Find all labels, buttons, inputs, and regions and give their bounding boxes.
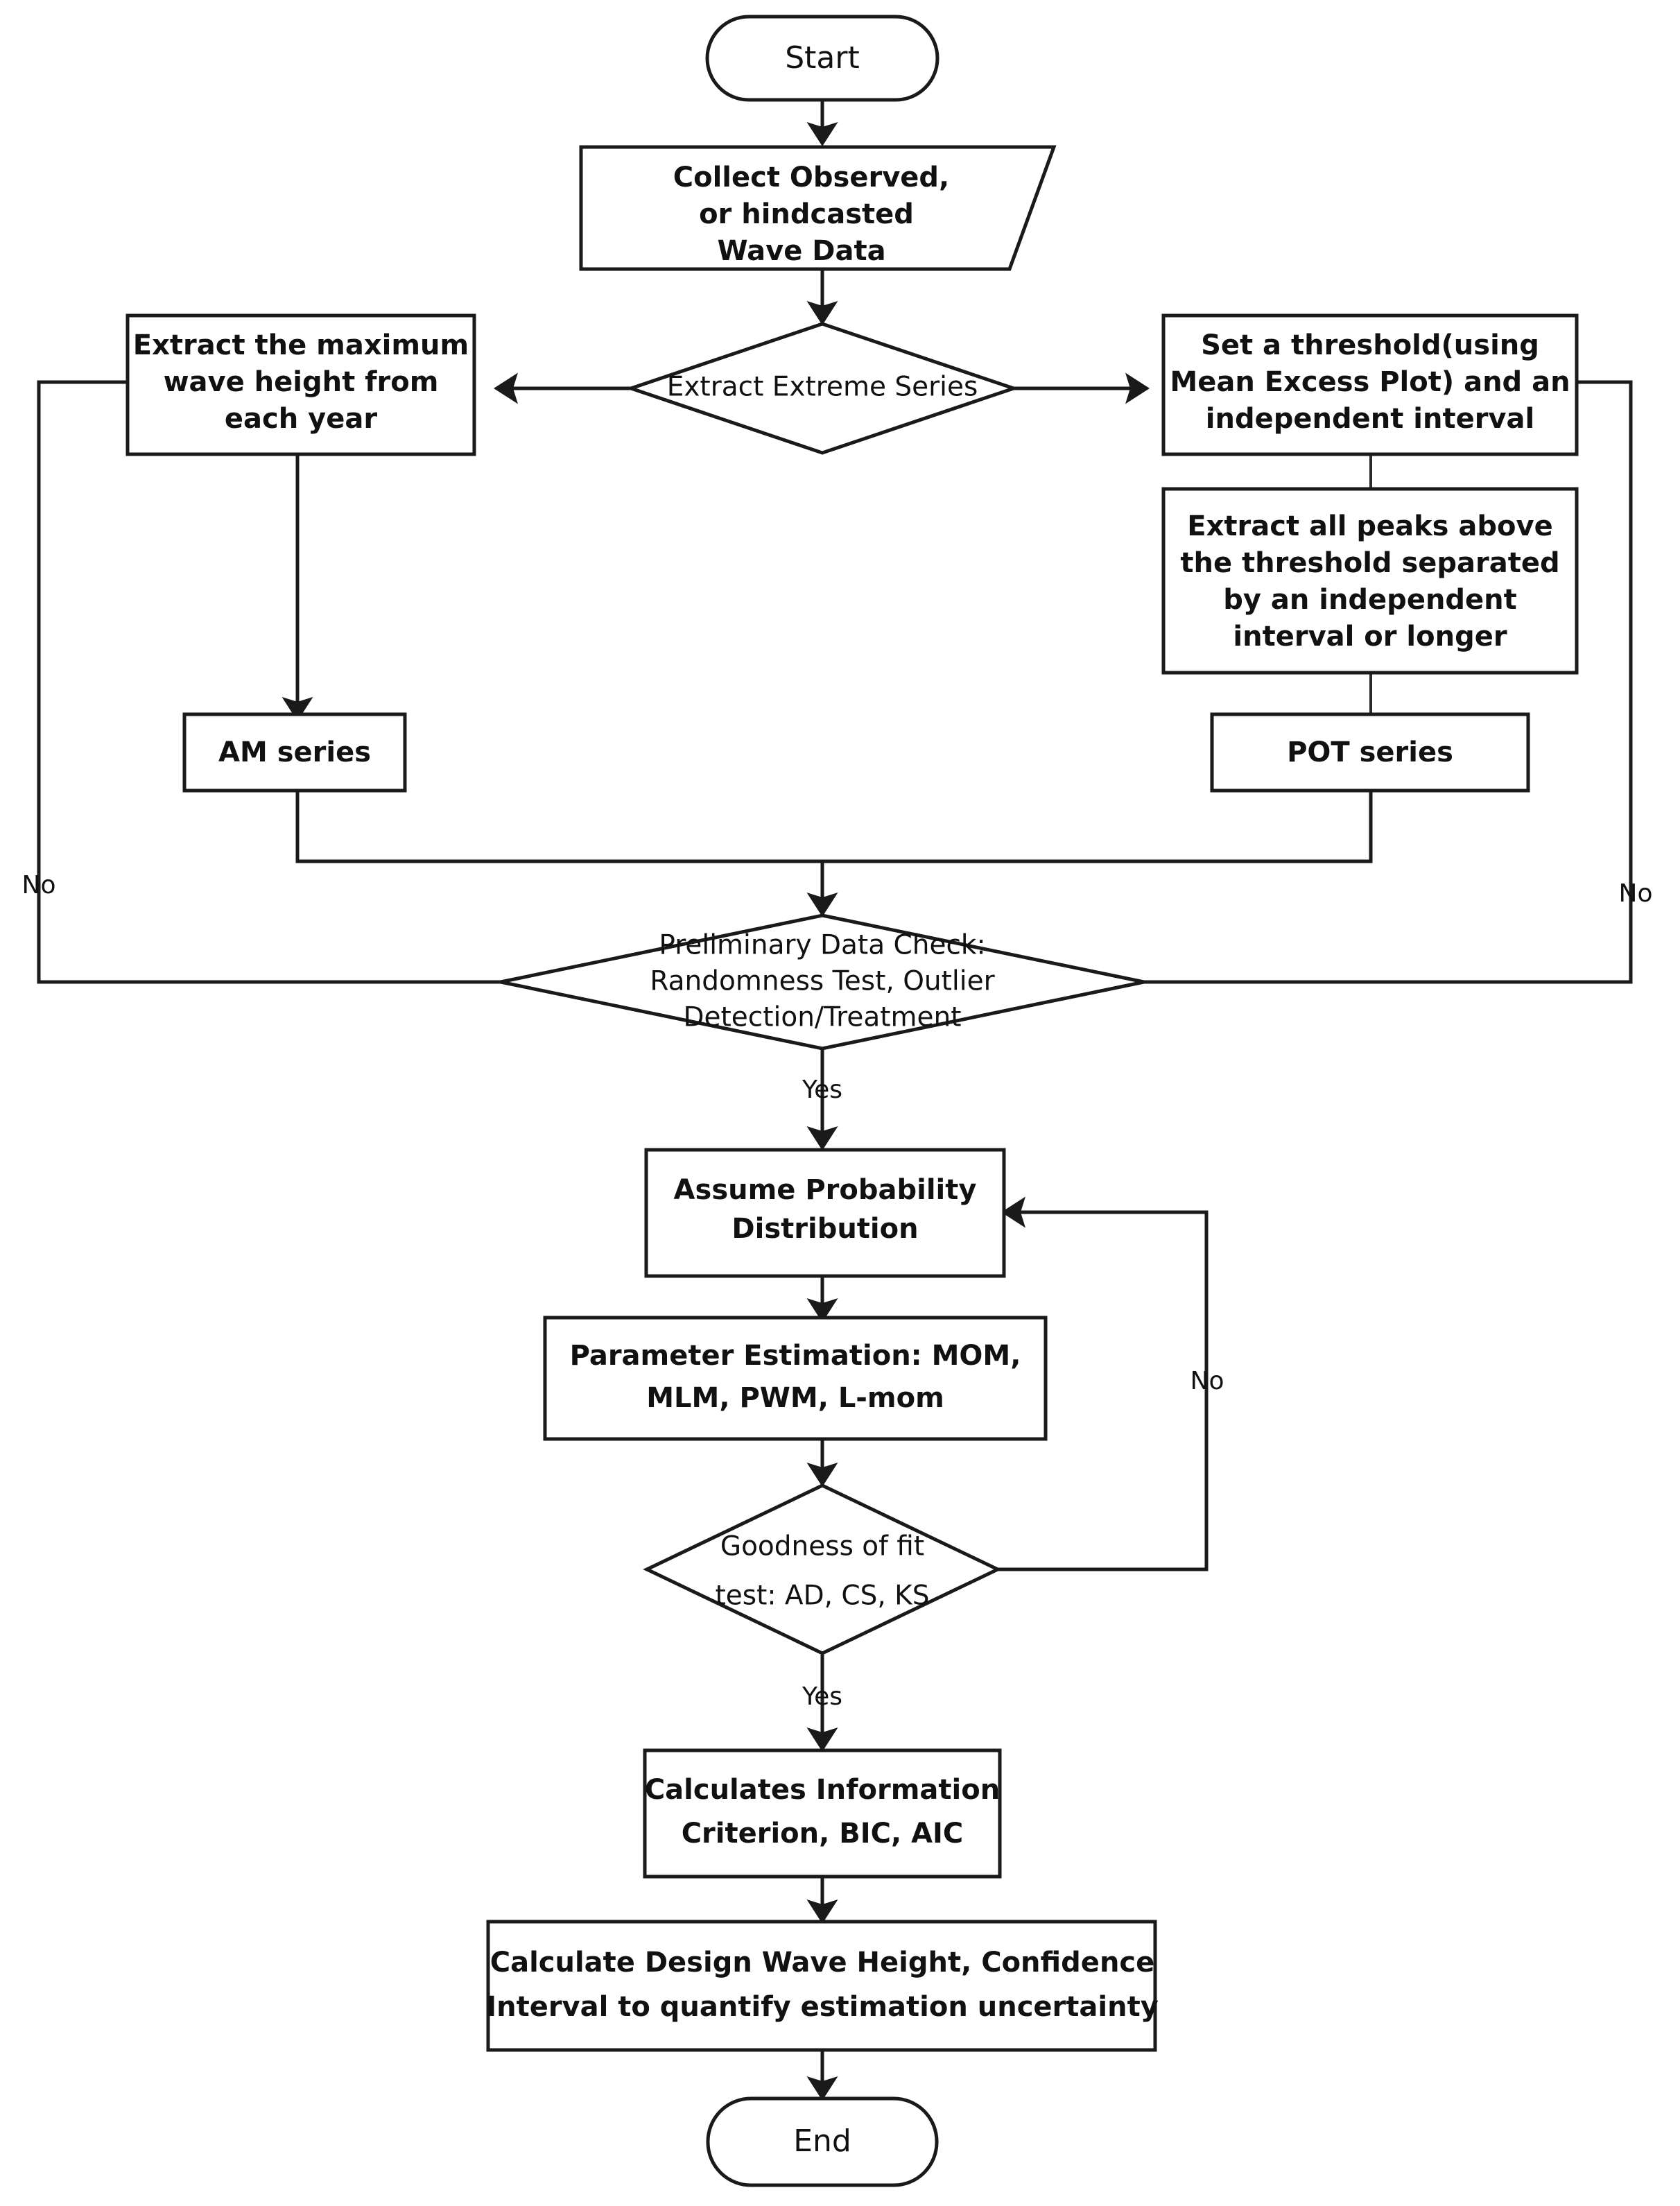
node-param-line1: Parameter Estimation: MOM, — [570, 1340, 1021, 1372]
node-param-line2: MLM, PWM, L-mom — [646, 1382, 944, 1414]
node-design-line1: Calculate Design Wave Height, Confidence — [490, 1947, 1155, 1979]
node-threshold-line2: Mean Excess Plot) and an — [1170, 366, 1570, 398]
edge-prelim-no-right — [1144, 366, 1633, 984]
node-threshold-line1: Set a threshold(using — [1201, 329, 1539, 361]
node-extractmax-line2: wave height from — [164, 366, 439, 398]
edge-gof-no — [998, 1196, 1209, 1571]
node-assume-line1: Assume Probability — [674, 1174, 977, 1206]
node-peaks-line2: the threshold separated — [1180, 547, 1559, 579]
node-goodness-of-fit[interactable]: Goodness of fit test: AD, CS, KS — [643, 1483, 1002, 1655]
node-peaks-line1: Extract all peaks above — [1187, 510, 1552, 542]
node-threshold-line3: independent interval — [1206, 403, 1534, 435]
edge-merge-bar — [295, 791, 1373, 863]
node-info-line2: Criterion, BIC, AIC — [682, 1818, 964, 1850]
node-parameter-estimation[interactable]: Parameter Estimation: MOM, MLM, PWM, L-m… — [543, 1316, 1048, 1441]
node-collect-data[interactable]: Collect Observed, or hindcasted Wave Dat… — [579, 145, 1057, 271]
node-assume-distribution[interactable]: Assume Probability Distribution — [644, 1148, 1006, 1278]
node-design-line2: Interval to quantify estimation uncertai… — [486, 1991, 1159, 2023]
node-potseries-label: POT series — [1287, 736, 1453, 768]
node-information-criterion[interactable]: Calculates Information Criterion, BIC, A… — [643, 1748, 1002, 1879]
node-peaks-line3: by an independent — [1223, 584, 1517, 616]
node-assume-line2: Distribution — [731, 1213, 918, 1245]
node-peaks-line4: interval or longer — [1233, 621, 1507, 653]
node-prelim-line1: Preliminary Data Check: — [659, 930, 985, 961]
node-preliminary-check[interactable]: Preliminary Data Check: Randomness Test,… — [500, 913, 1145, 1051]
edge-label-gof-no: No — [1190, 1367, 1224, 1395]
node-collect-line1: Collect Observed, — [673, 162, 949, 193]
edge-prelim-no-left — [37, 366, 501, 984]
node-amseries-label: AM series — [218, 736, 371, 768]
node-extract-peaks[interactable]: Extract all peaks above the threshold se… — [1161, 487, 1579, 675]
node-extractmax-line1: Extract the maximum — [133, 329, 469, 361]
node-prelim-line2: Randomness Test, Outlier — [650, 966, 995, 997]
node-collect-line3: Wave Data — [717, 235, 885, 267]
node-collect-line2: or hindcasted — [699, 198, 914, 230]
edge-label-prelim-yes: Yes — [802, 1076, 842, 1104]
node-extractmax-line3: each year — [225, 403, 377, 435]
node-end-label: End — [793, 2123, 851, 2159]
node-gof-line2: test: AD, CS, KS — [715, 1580, 929, 1612]
node-extract-extreme-label: Extract Extreme Series — [667, 372, 978, 403]
edge-label-gof-yes: Yes — [802, 1682, 842, 1711]
node-design-wave-height[interactable]: Calculate Design Wave Height, Confidence… — [486, 1920, 1159, 2052]
node-gof-line1: Goodness of fit — [720, 1531, 924, 1562]
node-end[interactable]: End — [706, 2096, 939, 2187]
node-start[interactable]: Start — [705, 15, 939, 102]
node-start-label: Start — [785, 40, 860, 76]
node-extract-extreme-series[interactable]: Extract Extreme Series — [625, 322, 1019, 455]
node-pot-series[interactable]: POT series — [1210, 712, 1530, 793]
node-prelim-line3: Detection/Treatment — [683, 1002, 961, 1033]
node-info-line1: Calculates Information — [645, 1774, 1000, 1806]
node-set-threshold[interactable]: Set a threshold(using Mean Excess Plot) … — [1161, 313, 1579, 456]
node-am-series[interactable]: AM series — [182, 712, 407, 793]
node-extract-max-wave[interactable]: Extract the maximum wave height from eac… — [125, 313, 476, 456]
edge-label-prelim-no-right: No — [1619, 879, 1653, 908]
edge-label-prelim-no-left: No — [22, 871, 56, 899]
